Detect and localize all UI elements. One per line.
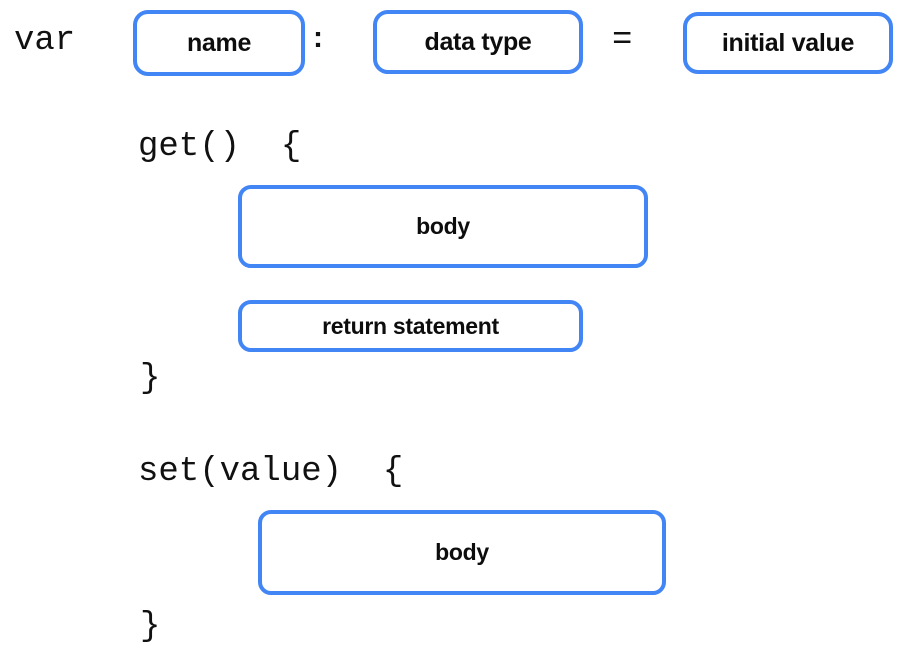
var-keyword: var: [14, 22, 76, 60]
colon-separator: :: [313, 21, 323, 54]
slot-setter-body[interactable]: body: [258, 510, 666, 595]
equals-operator: =: [612, 22, 633, 60]
slot-initial-value-label: initial value: [721, 28, 855, 57]
slot-data-type-label: data type: [424, 27, 532, 56]
slot-initial-value[interactable]: initial value: [683, 12, 893, 74]
slot-getter-body[interactable]: body: [238, 185, 648, 268]
get-closing-brace: }: [140, 360, 161, 398]
slot-data-type[interactable]: data type: [373, 10, 583, 74]
slot-name[interactable]: name: [133, 10, 305, 76]
slot-return-statement-label: return statement: [322, 312, 499, 339]
slot-return-statement[interactable]: return statement: [238, 300, 583, 352]
slot-name-label: name: [186, 28, 252, 57]
slot-getter-body-label: body: [416, 213, 470, 239]
set-accessor-header: set(value) {: [138, 453, 404, 491]
slot-setter-body-label: body: [435, 539, 489, 565]
set-closing-brace: }: [140, 608, 161, 646]
get-accessor-header: get() {: [138, 128, 302, 166]
